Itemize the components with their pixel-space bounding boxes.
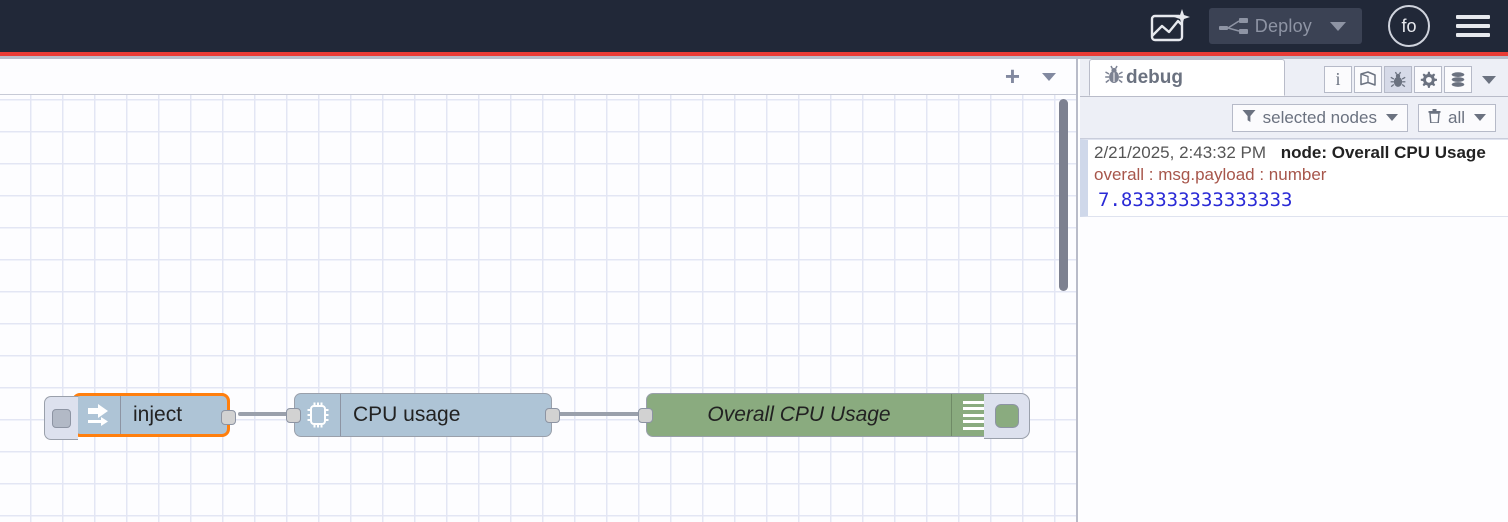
chevron-down-icon[interactable]: [1330, 21, 1346, 31]
canvas-vertical-scrollbar[interactable]: [1059, 99, 1068, 291]
flow-node-inject-label: inject: [133, 403, 183, 426]
chevron-down-icon: [1474, 114, 1486, 121]
sidebar-more-chevron-down-icon[interactable]: [1482, 75, 1496, 84]
flow-workspace: + inject: [0, 59, 1078, 522]
flow-node-cpu-usage-label: CPU usage: [353, 403, 461, 426]
inject-trigger-button[interactable]: [44, 396, 78, 440]
tab-debug[interactable]: debug: [1089, 59, 1285, 96]
tab-debug-label: debug: [1126, 66, 1183, 88]
context-data-icon[interactable]: [1444, 66, 1472, 93]
node-filter-label: selected nodes: [1262, 107, 1377, 127]
clear-filter-dropdown[interactable]: all: [1417, 103, 1496, 132]
add-flow-button[interactable]: +: [1004, 60, 1020, 91]
debug-message-timestamp: 2/21/2025, 2:43:32 PM: [1094, 143, 1267, 162]
cpu-input-port[interactable]: [286, 408, 301, 423]
sidebar-tab-row: debug i: [1080, 59, 1508, 97]
node-filter-dropdown[interactable]: selected nodes: [1231, 103, 1408, 132]
bug-icon: [1104, 65, 1124, 91]
debug-message-value: 7.833333333333333: [1098, 189, 1293, 211]
flow-node-cpu-usage[interactable]: CPU usage: [286, 393, 560, 437]
sidebar-tool-buttons: i: [1324, 66, 1500, 93]
header-shadow-line: [0, 56, 1508, 59]
wire-inject-to-cpu: [238, 412, 296, 416]
debug-enable-toggle[interactable]: [984, 393, 1030, 439]
flow-node-debug[interactable]: Overall CPU Usage: [638, 393, 1030, 439]
flow-canvas[interactable]: inject CPU usage: [0, 95, 1076, 522]
chevron-down-icon: [1385, 114, 1398, 121]
funnel-icon: [1242, 108, 1256, 128]
debug-bug-icon[interactable]: [1384, 66, 1412, 93]
info-icon[interactable]: i: [1324, 66, 1352, 93]
help-book-icon[interactable]: [1354, 66, 1382, 93]
debug-message-list[interactable]: 2/21/2025, 2:43:32 PM node: Overall CPU …: [1080, 139, 1508, 217]
deploy-icon: [1218, 16, 1249, 36]
config-gear-icon[interactable]: [1414, 66, 1442, 93]
flow-list-menu-icon[interactable]: [1042, 72, 1056, 81]
debug-message-header: 2/21/2025, 2:43:32 PM node: Overall CPU …: [1094, 143, 1502, 163]
clear-filter-label: all: [1447, 107, 1465, 127]
cpu-output-port[interactable]: [545, 408, 560, 423]
deploy-button[interactable]: Deploy: [1208, 8, 1362, 44]
debug-stripes-icon: [951, 394, 997, 436]
inject-output-port[interactable]: [221, 410, 236, 425]
debug-filter-bar: selected nodes all: [1080, 97, 1508, 139]
flow-node-inject[interactable]: inject: [44, 393, 236, 440]
image-sparkle-icon[interactable]: [1149, 9, 1191, 43]
app-header: Deploy fo: [0, 0, 1508, 52]
header-accent-line: [0, 52, 1508, 56]
flow-tab-bar: +: [0, 59, 1076, 95]
debug-message-topic: overall : msg.payload : number: [1094, 165, 1327, 184]
flow-node-debug-label: Overall CPU Usage: [707, 403, 891, 426]
inject-arrow-icon: [75, 396, 121, 434]
debug-message-source-node[interactable]: node: Overall CPU Usage: [1280, 143, 1486, 162]
hamburger-menu-icon[interactable]: [1456, 10, 1490, 42]
deploy-label: Deploy: [1254, 15, 1312, 36]
wire-cpu-to-debug: [552, 412, 648, 416]
avatar[interactable]: fo: [1388, 5, 1430, 47]
debug-message[interactable]: 2/21/2025, 2:43:32 PM node: Overall CPU …: [1080, 139, 1508, 217]
debug-input-port[interactable]: [638, 408, 653, 423]
microchip-icon: [295, 394, 341, 436]
right-sidebar: debug i: [1080, 59, 1508, 522]
trash-icon: [1428, 108, 1441, 128]
